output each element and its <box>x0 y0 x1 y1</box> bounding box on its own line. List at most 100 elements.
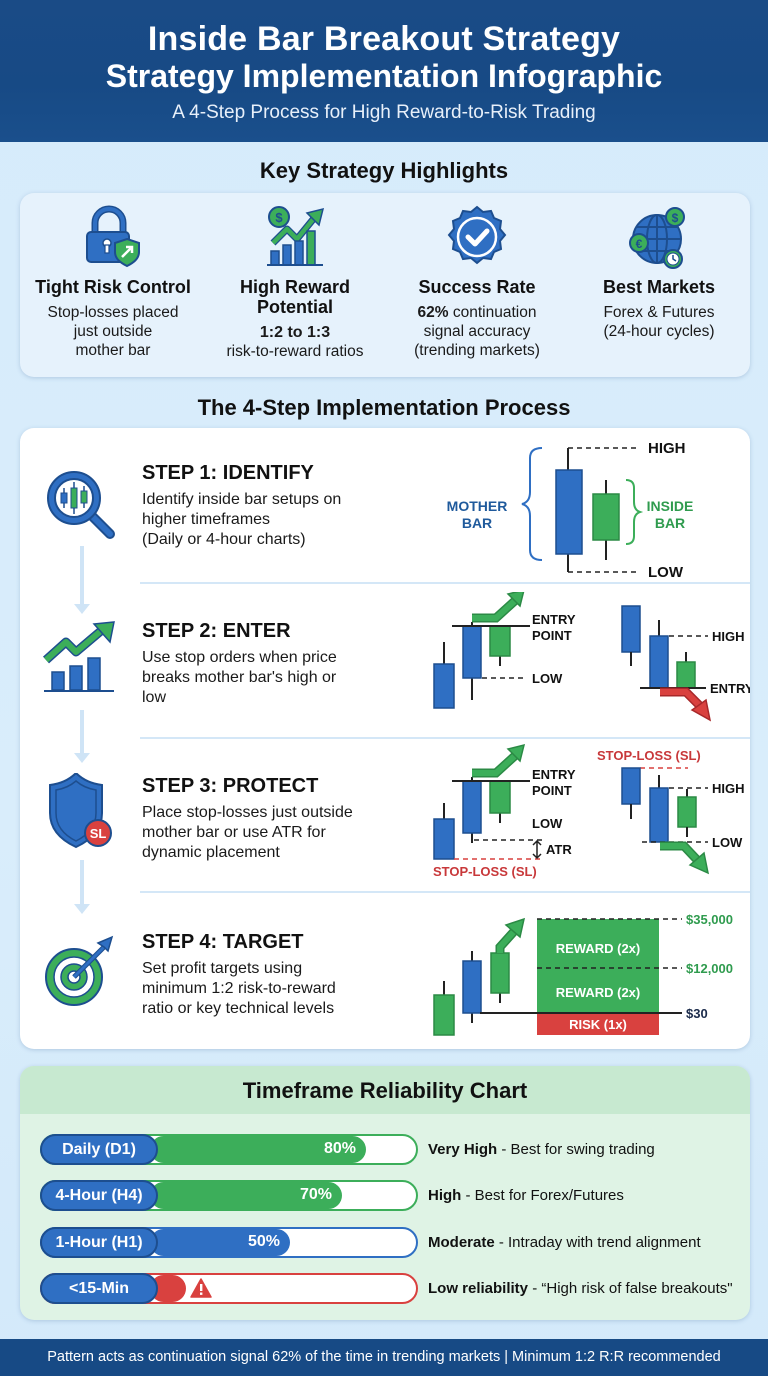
svg-text:ENTRY: ENTRY <box>532 612 576 627</box>
highlight-emphasis: 62% <box>417 304 449 321</box>
timeframe-label: <15-Min <box>40 1273 158 1304</box>
step-title: STEP 3: PROTECT <box>142 775 319 797</box>
highlights-panel: Tight Risk Control Stop-losses placed ju… <box>20 193 750 377</box>
timeframe-label: Daily (D1) <box>40 1134 158 1165</box>
timeframe-header <box>20 1066 750 1114</box>
svg-text:$30: $30 <box>686 1006 708 1021</box>
highlights-heading: Key Strategy Highlights <box>259 158 509 183</box>
svg-text:STOP-LOSS (SL): STOP-LOSS (SL) <box>597 748 701 763</box>
process-heading: The 4-Step Implementation Process <box>197 395 571 420</box>
svg-text:BAR: BAR <box>655 515 685 531</box>
svg-text:POINT: POINT <box>532 783 572 798</box>
reliability-percent: 80% <box>323 1140 356 1157</box>
highlight-title: Best Markets <box>602 277 716 297</box>
timeframe-label: 4-Hour (H4) <box>40 1180 158 1211</box>
highlight-title: High Reward Potential <box>239 277 350 317</box>
svg-text:$35,000: $35,000 <box>686 912 733 927</box>
svg-text:POINT: POINT <box>532 628 572 643</box>
timeframe-label: 1-Hour (H1) <box>40 1227 158 1258</box>
svg-text:$: $ <box>672 211 679 225</box>
svg-text:ENTRY: ENTRY <box>710 681 750 696</box>
trend-up-bars-icon <box>42 621 115 692</box>
reliability-bar <box>150 1229 290 1256</box>
svg-text:STOP-LOSS (SL): STOP-LOSS (SL) <box>433 864 537 879</box>
lock-shield-icon <box>86 205 140 268</box>
timeframe-row-15min: <15-Min <box>40 1273 418 1304</box>
reliability-percent: 70% <box>299 1186 332 1203</box>
step-title: STEP 2: ENTER <box>142 620 291 642</box>
svg-text:$: $ <box>275 210 283 225</box>
step-connector <box>80 546 84 606</box>
growth-chart-dollar-icon: $ <box>267 206 325 266</box>
step-divider <box>140 582 750 584</box>
risk-reward-diagram: REWARD (2x) REWARD (2x) RISK (1x) $35,00… <box>433 912 733 1036</box>
header-banner: Inside Bar Breakout Strategy Strategy Im… <box>0 0 768 142</box>
svg-text:MOTHER: MOTHER <box>447 498 508 514</box>
highlight-risk-control: Tight Risk Control Stop-losses placed ju… <box>22 193 204 377</box>
target-dart-icon <box>45 935 114 1006</box>
timeframe-desc: Very High - Best for swing trading <box>428 1141 655 1158</box>
highlight-desc: Stop-losses placed just outside mother b… <box>47 304 179 359</box>
highlight-desc: Forex & Futures (24-hour cycles) <box>603 304 715 340</box>
step-title: STEP 4: TARGET <box>142 931 304 953</box>
step-desc: Identify inside bar setups on higher tim… <box>142 491 342 548</box>
footer-note: Pattern acts as continuation signal 62% … <box>0 1339 768 1376</box>
svg-text:SL: SL <box>90 826 107 841</box>
step-connector <box>80 710 84 755</box>
shield-sl-icon: SL <box>49 773 112 849</box>
svg-text:HIGH: HIGH <box>712 629 745 644</box>
highlight-title: Success Rate <box>418 277 536 297</box>
svg-text:€: € <box>636 237 643 251</box>
magnifier-candles-icon <box>47 471 115 539</box>
timeframe-desc: High - Best for Forex/Futures <box>428 1187 624 1204</box>
timeframe-panel: Timeframe Reliability Chart 80% Daily (D… <box>20 1066 750 1320</box>
svg-text:BAR: BAR <box>462 515 492 531</box>
connector-arrow-icon <box>74 604 90 614</box>
entry-diagram: ENTRY POINT LOW HIGH ENTRY <box>433 592 750 722</box>
page-title: Inside Bar Breakout Strategy <box>147 20 621 58</box>
svg-text:REWARD (2x): REWARD (2x) <box>556 985 641 1000</box>
timeframe-desc: Moderate - Intraday with trend alignment <box>428 1234 701 1251</box>
highlight-desc: 1:2 to 1:3 risk-to-reward ratios <box>204 323 386 361</box>
highlight-title: Tight Risk Control <box>35 277 191 297</box>
step-divider <box>140 891 750 893</box>
highlight-best-markets: $ € Best Markets Forex & Futures (24-hou… <box>568 193 750 377</box>
svg-text:HIGH: HIGH <box>648 440 686 457</box>
svg-text:LOW: LOW <box>532 671 563 686</box>
step-desc: Place stop-losses just outside mother ba… <box>142 804 353 861</box>
svg-text:REWARD (2x): REWARD (2x) <box>556 941 641 956</box>
step-divider <box>140 737 750 739</box>
step-connector <box>80 860 84 905</box>
step-title: STEP 1: IDENTIFY <box>142 462 314 484</box>
page-subtitle: A 4-Step Process for High Reward-to-Risk… <box>172 102 596 123</box>
timeframe-desc: Low reliability - “High risk of false br… <box>428 1280 733 1297</box>
highlight-desc: 62% continuation signal accuracy (trendi… <box>414 304 540 359</box>
svg-text:LOW: LOW <box>712 835 743 850</box>
svg-text:HIGH: HIGH <box>712 781 745 796</box>
svg-text:LOW: LOW <box>648 564 684 581</box>
highlight-emphasis: 1:2 to 1:3 <box>259 324 331 341</box>
inside-bar-diagram: MOTHER BAR HIGH LOW INSIDE BAR <box>447 440 694 581</box>
step-desc: Set profit targets using minimum 1:2 ris… <box>142 960 336 1017</box>
check-badge-icon <box>447 205 507 265</box>
stop-loss-diagram: ENTRY POINT LOW ATR STOP-LOSS (SL) STOP-… <box>433 743 745 879</box>
svg-text:INSIDE: INSIDE <box>647 498 694 514</box>
timeframe-row-1hour: 50% 1-Hour (H1) <box>40 1227 418 1258</box>
svg-text:$12,000: $12,000 <box>686 961 733 976</box>
timeframe-title: Timeframe Reliability Chart <box>242 1078 528 1103</box>
step-desc: Use stop orders when price breaks mother… <box>142 649 337 706</box>
reliability-bar <box>150 1136 366 1163</box>
globe-currency-icon: $ € <box>629 207 685 269</box>
svg-text:ENTRY: ENTRY <box>532 767 576 782</box>
page-title-line2: Strategy Implementation Infographic <box>105 58 663 94</box>
timeframe-row-4hour: 70% 4-Hour (H4) <box>40 1180 418 1211</box>
highlight-reward-potential: $ High Reward Potential 1:2 to 1:3 risk-… <box>204 193 386 377</box>
svg-text:RISK (1x): RISK (1x) <box>569 1017 627 1032</box>
timeframe-row-daily: 80% Daily (D1) <box>40 1134 418 1165</box>
reliability-bar <box>150 1182 342 1209</box>
svg-text:ATR: ATR <box>546 842 572 857</box>
process-panel: STEP 1: IDENTIFY Identify inside bar set… <box>20 428 750 1049</box>
reliability-percent: 50% <box>247 1233 280 1250</box>
connector-arrow-icon <box>74 753 90 763</box>
connector-arrow-icon <box>74 904 90 914</box>
